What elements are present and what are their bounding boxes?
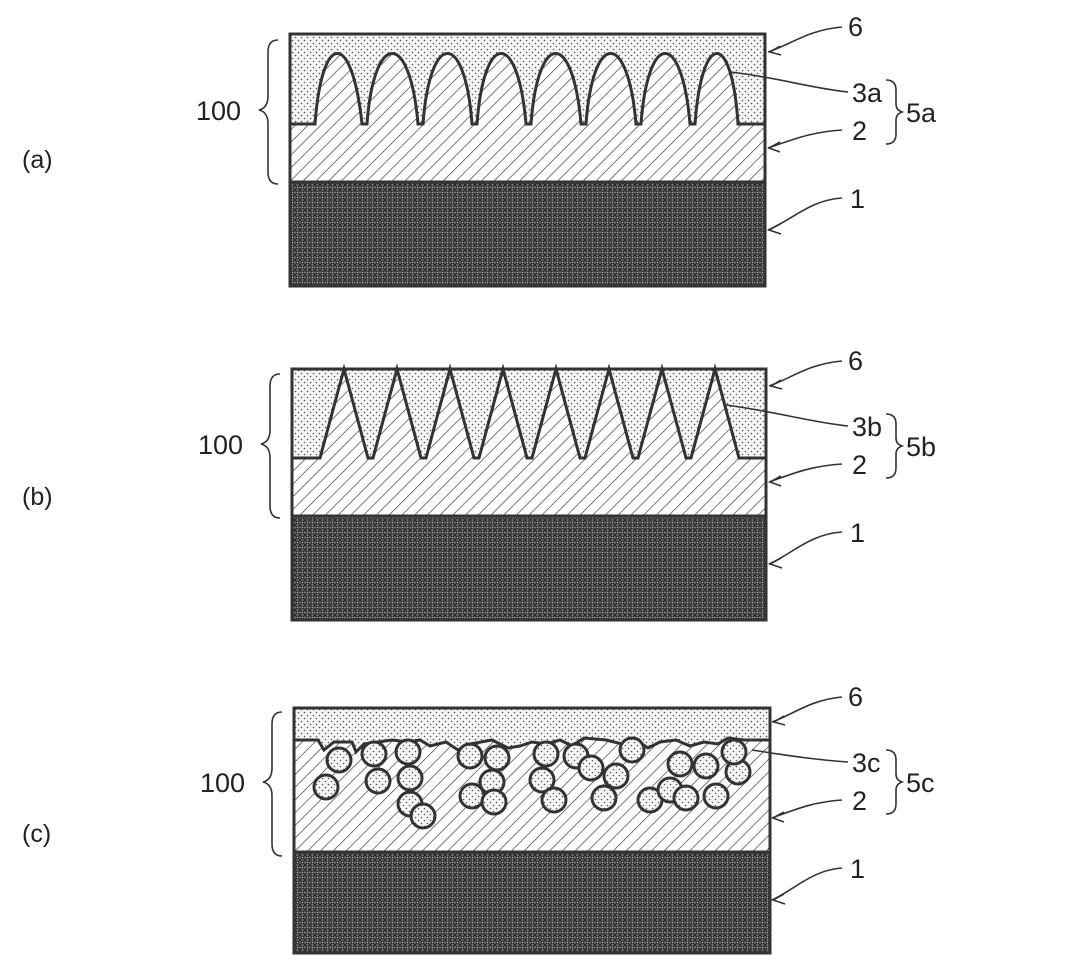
panel-a-label-5a: 5a xyxy=(906,98,937,128)
panel-b-label-5b: 5b xyxy=(906,432,936,462)
panel-c-label-1: 1 xyxy=(850,854,865,884)
panel-a-label-2: 2 xyxy=(852,116,867,146)
particle xyxy=(411,804,435,828)
panel-b-label-1: 1 xyxy=(850,518,865,548)
panel-c-leader-2 xyxy=(772,800,842,818)
panel-b-arrow-2 xyxy=(770,476,781,486)
panel-a-stack-brace xyxy=(259,40,278,184)
panel-c-stack-label: 100 xyxy=(200,768,245,798)
particle xyxy=(398,766,422,790)
panel-a-arrow-1 xyxy=(769,224,781,234)
particle xyxy=(604,764,628,788)
panel-c-arrow-2 xyxy=(773,812,784,822)
panel-c: (c) xyxy=(22,682,935,953)
panel-c-label-5c: 5c xyxy=(906,768,935,798)
particle xyxy=(362,742,386,766)
panel-c-stack-brace xyxy=(263,712,282,856)
particle xyxy=(534,742,558,766)
panel-a-caption: (a) xyxy=(22,146,53,174)
panel-a-label-6: 6 xyxy=(848,12,863,42)
particle xyxy=(460,784,484,808)
particle xyxy=(694,754,718,778)
particle xyxy=(722,740,746,764)
particle xyxy=(458,744,482,768)
panel-a-label-1: 1 xyxy=(850,184,865,214)
panel-b-stack-label: 100 xyxy=(198,430,243,460)
panel-b-leader-6 xyxy=(769,361,842,386)
particle xyxy=(674,786,698,810)
particle xyxy=(704,784,728,808)
panel-c-substrate xyxy=(294,852,770,953)
panel-b-leader-2 xyxy=(769,464,842,482)
panel-c-caption: (c) xyxy=(22,820,51,848)
particle xyxy=(327,748,351,772)
particle xyxy=(620,738,644,762)
particle xyxy=(579,756,603,780)
panel-b-label-2: 2 xyxy=(852,450,867,480)
particle xyxy=(668,752,692,776)
particle xyxy=(366,769,390,793)
particle xyxy=(542,788,566,812)
panel-a-label-3a: 3a xyxy=(852,78,883,108)
panel-a-group-brace xyxy=(886,80,902,144)
panel-b-arrow-1 xyxy=(770,558,782,568)
panel-b-group-brace xyxy=(886,414,902,478)
panel-c-label-6: 6 xyxy=(848,682,863,712)
particle xyxy=(482,790,506,814)
panel-c-group-brace xyxy=(886,750,902,814)
panel-a-stack-label: 100 xyxy=(196,96,241,126)
panel-a-arrow-2 xyxy=(769,142,780,152)
panel-c-label-3c: 3c xyxy=(852,748,881,778)
panel-c-leader-6 xyxy=(772,697,842,722)
panel-a: (a) 100 6 3a 2 5a 1 xyxy=(22,12,937,286)
panel-b-caption: (b) xyxy=(22,483,53,511)
panel-b-label-3b: 3b xyxy=(852,412,882,442)
particle xyxy=(314,775,338,799)
panel-b-label-6: 6 xyxy=(848,346,863,376)
panel-a-leader-6 xyxy=(768,27,842,52)
particle xyxy=(396,740,420,764)
panel-b-stack-brace xyxy=(261,374,280,518)
panel-b: (b) 100 6 3b 2 5b 1 xyxy=(22,346,936,620)
panel-a-substrate xyxy=(290,182,765,286)
particle xyxy=(592,786,616,810)
particle xyxy=(485,746,509,770)
panel-c-label-2: 2 xyxy=(852,786,867,816)
panel-a-leader-2 xyxy=(768,130,842,148)
panel-b-substrate xyxy=(292,516,766,620)
